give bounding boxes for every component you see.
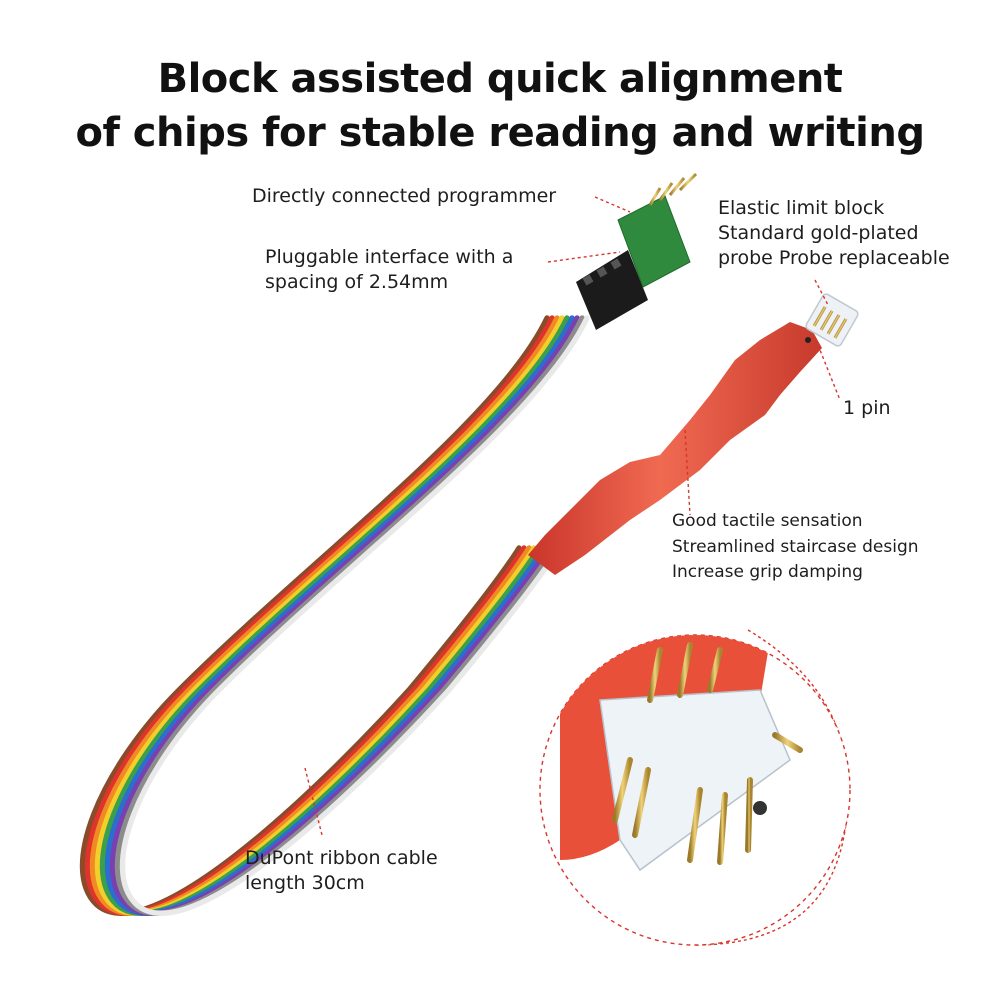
callout-grip: Good tactile sensation Streamlined stair… xyxy=(672,509,919,586)
callout-pluggable-interface: Pluggable interface with a spacing of 2.… xyxy=(265,245,513,295)
callout-pin: 1 pin xyxy=(843,397,891,419)
callout-grip-line-3: Increase grip damping xyxy=(672,562,863,582)
callout-cable-line-2: length 30cm xyxy=(245,872,365,894)
ribbon-cable xyxy=(79,315,590,916)
page-title: Block assisted quick alignment of chips … xyxy=(0,52,1000,160)
title-line-2: of chips for stable reading and writing xyxy=(75,110,925,156)
title-line-1: Block assisted quick alignment xyxy=(157,56,843,102)
zoom-inset xyxy=(539,634,851,946)
callout-interface-line-2: spacing of 2.54mm xyxy=(265,271,449,293)
limit-block xyxy=(805,293,859,347)
callout-grip-line-2: Streamlined staircase design xyxy=(672,536,919,557)
programmer-pcb xyxy=(617,172,698,288)
callout-block-line-1: Elastic limit block xyxy=(718,197,885,219)
callout-grip-line-1: Good tactile sensation xyxy=(672,511,863,531)
callout-programmer: Directly connected programmer xyxy=(252,185,557,207)
callout-cable-line-1: DuPont ribbon cable xyxy=(245,847,438,869)
callout-interface-line-1: Pluggable interface with a xyxy=(265,246,514,268)
callout-ribbon-cable: DuPont ribbon cable length 30cm xyxy=(245,846,438,896)
callout-limit-block: Elastic limit block Standard gold-plated… xyxy=(718,196,950,271)
dupont-connector xyxy=(576,250,648,330)
probe-handle xyxy=(528,322,822,575)
callout-block-line-2: Standard gold-plated xyxy=(718,222,919,244)
pin-1-marker xyxy=(805,337,811,343)
callout-block-line-3: probe Probe replaceable xyxy=(718,247,950,269)
